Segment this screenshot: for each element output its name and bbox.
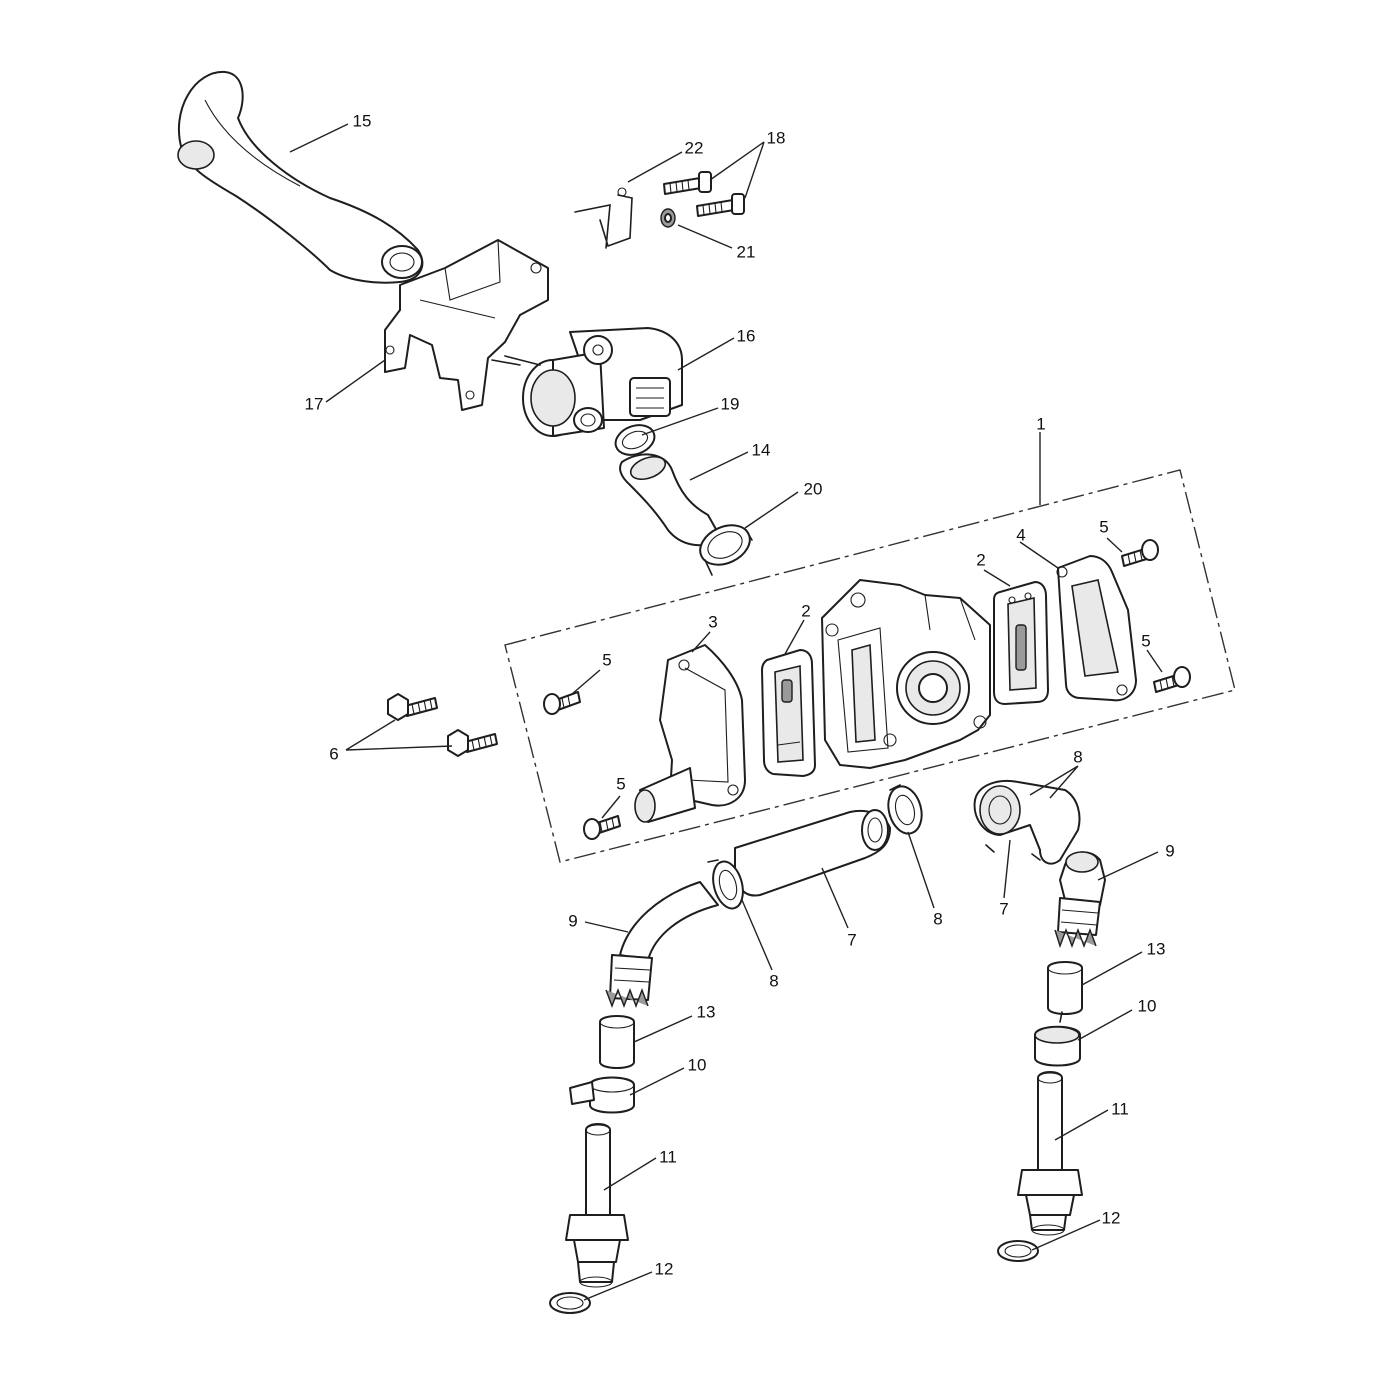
part-10-clamp-left [569,1076,635,1114]
callout-3: 3 [708,612,717,631]
part-17-bracket [384,239,549,411]
part-13-sleeve-right [1047,961,1083,1015]
callout-11-left: 11 [659,1147,677,1166]
callout-17: 17 [305,394,324,413]
callout-12-right: 12 [1102,1208,1121,1227]
callout-12-left: 12 [655,1259,674,1278]
part-5-bolt-left-lower [583,815,621,840]
callout-5-lower-right: 5 [1141,631,1150,650]
callout-21: 21 [737,242,756,261]
callout-2-right: 2 [976,550,985,569]
part-6-flange-bolts [387,693,498,757]
part-13-sleeve-left [599,1015,635,1069]
callout-5-upper-right: 5 [1099,517,1108,536]
part-16-valve [504,327,683,437]
callout-8-upper-left: 8 [933,909,942,928]
callout-20: 20 [804,479,823,498]
part-12-washer-left [549,1292,591,1314]
callout-1: 1 [1036,414,1045,433]
part-19-clip [614,424,656,456]
part-4-cover [1056,555,1137,702]
callout-18: 18 [767,128,786,147]
part-11-tube-right [1017,1071,1083,1236]
part-18-screws [663,171,745,217]
callout-4: 4 [1016,525,1025,544]
callout-7-left: 7 [847,930,856,949]
part-5-bolt-left-upper [543,691,581,715]
part-2-reed-plate-left [761,649,816,777]
part-9-pipe-left [605,881,719,1008]
callout-10-left: 10 [688,1055,707,1074]
part-2-reed-plate-right [993,581,1049,705]
callout-13-left: 13 [697,1002,716,1021]
callout-6: 6 [329,744,338,763]
part-7-hose-right [973,780,1081,865]
callout-9-left: 9 [568,911,577,930]
leader-lines [289,123,1163,1301]
callout-16: 16 [737,326,756,345]
part-20-clip [699,524,753,576]
callout-14: 14 [752,440,771,459]
callout-22: 22 [685,138,704,157]
part-22-clip [574,187,633,249]
part-9-pipe-right [1054,851,1106,949]
callout-labels: 15 22 18 21 16 17 19 14 20 1 5 4 2 5 2 3… [305,111,1175,1278]
callout-9-right: 9 [1165,841,1174,860]
callout-8-right: 8 [1073,747,1082,766]
callout-5-left-lower: 5 [616,774,625,793]
part-15-air-hose [177,70,424,284]
callout-13-right: 13 [1147,939,1166,958]
part-3-elbow-cover [634,644,746,823]
part-5-bolt-upper-right [1121,539,1159,567]
part-8-clip-right [985,844,1041,861]
callout-5-left-upper: 5 [602,650,611,669]
part-8-clip-upper-left [887,784,923,835]
part-5-bolt-lower-right [1153,666,1191,693]
part-11-tube-left [565,1123,629,1288]
part-14-hose [619,453,723,547]
part-8-clip-lower-left [707,859,744,910]
part-21-washer [660,208,676,228]
part-10-clamp-right [1034,1011,1081,1067]
callout-11-right: 11 [1111,1099,1129,1118]
part-7-hose-left [734,809,891,897]
callout-2-left: 2 [801,601,810,620]
part-12-washer-right [997,1240,1039,1262]
callout-7-right: 7 [999,899,1008,918]
callout-8-lower-left: 8 [769,971,778,990]
callout-10-right: 10 [1138,996,1157,1015]
callout-15: 15 [353,111,372,130]
callout-19: 19 [721,394,740,413]
part-1-assembly-box [504,469,1236,863]
part-1-valve-housing [821,579,991,769]
